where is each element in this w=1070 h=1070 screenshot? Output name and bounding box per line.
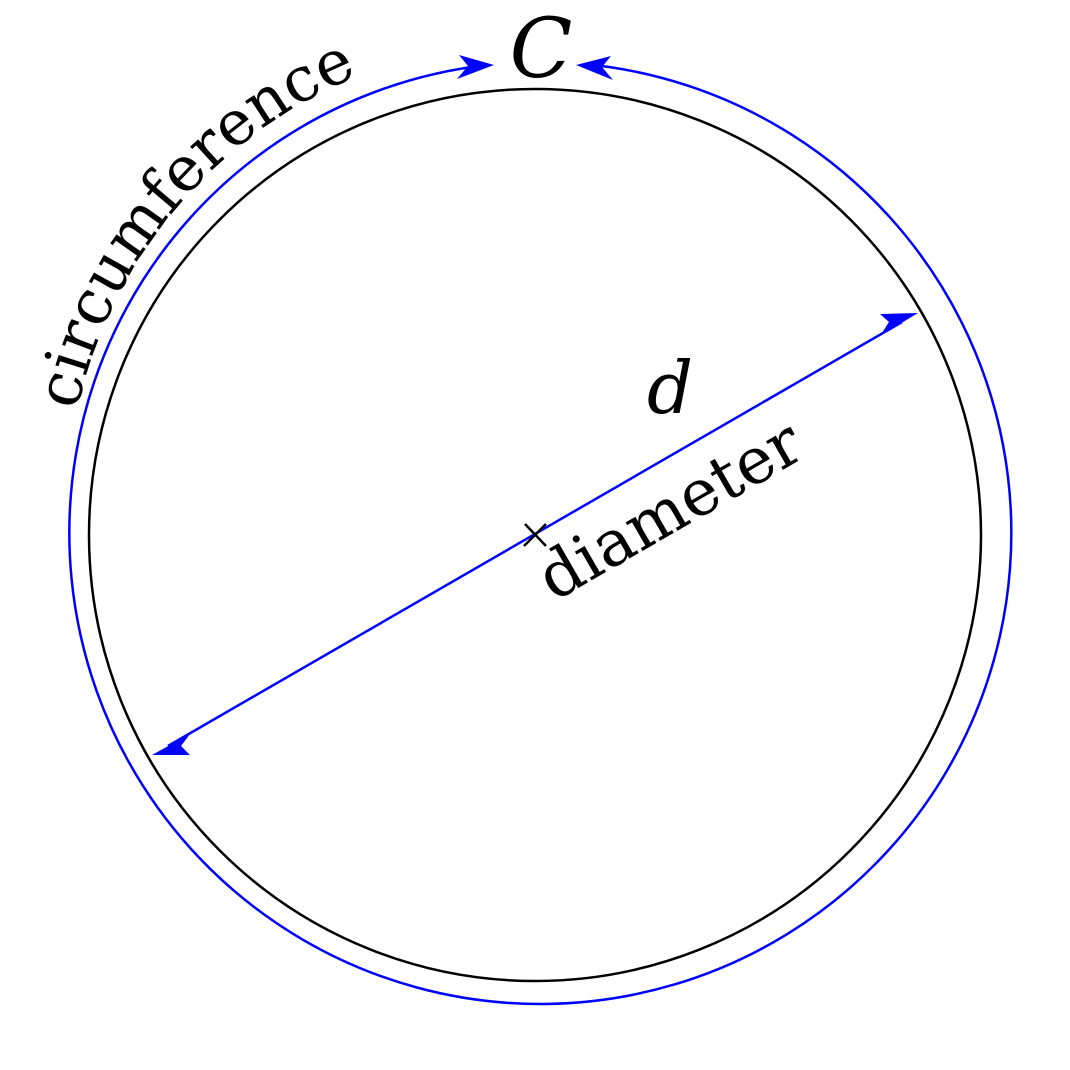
circumference-word-label: circumference xyxy=(20,23,364,415)
diameter-symbol-label: d xyxy=(647,346,693,430)
diameter-arrowhead-upper xyxy=(880,313,918,336)
circumference-word-path: circumference xyxy=(20,23,364,415)
circle-outline xyxy=(87,87,983,983)
circumference-arc-left xyxy=(68,62,1013,1006)
center-mark xyxy=(523,523,547,547)
diameter-word-label: diameter xyxy=(525,405,816,615)
circumference-arrowhead-left xyxy=(457,55,494,79)
circumference-arrowhead-right xyxy=(576,56,613,80)
circumference-symbol-label: C xyxy=(510,2,573,97)
diameter-arrowhead-lower xyxy=(152,734,190,755)
